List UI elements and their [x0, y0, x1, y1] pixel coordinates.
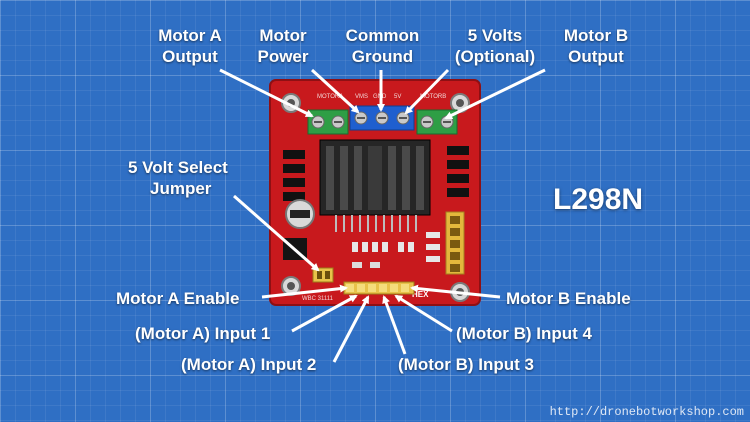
label-common-ground-line1: Common — [345, 26, 420, 45]
chip-legs — [335, 215, 417, 232]
silk-motor-a: MOTORA — [317, 94, 343, 100]
label-motor-b-output-line1: Motor B — [563, 26, 629, 45]
label-motor-a-output: Motor A Output — [150, 25, 230, 67]
right-pin-header — [445, 211, 465, 275]
control-pin-header — [343, 281, 415, 295]
footer-url: http://dronebotworkshop.com — [549, 405, 744, 419]
arrow-motor-a-output — [219, 68, 314, 118]
silk-motor-b: MOTORB — [420, 94, 446, 100]
heatsink — [319, 139, 431, 216]
diodes-left — [283, 150, 305, 201]
label-five-volt-select: 5 Volt Select Jumper — [128, 157, 228, 199]
label-motor-a-output-line1: Motor A — [158, 26, 222, 45]
label-motor-a-output-line2: Output — [162, 47, 218, 66]
label-motor-power: Motor Power — [248, 25, 318, 67]
label-motor-b-output: Motor B Output — [556, 25, 636, 67]
label-input-1: (Motor A) Input 1 — [135, 324, 271, 343]
diodes-right — [447, 146, 469, 197]
silk-model: WBC 31111 — [302, 296, 334, 302]
label-input-4: (Motor B) Input 4 — [456, 324, 592, 343]
arrow-input-4 — [394, 294, 453, 333]
label-input-2: (Motor A) Input 2 — [181, 355, 317, 374]
arrow-motor-b-enable — [410, 284, 501, 299]
label-common-ground-line2: Ground — [351, 47, 414, 66]
arrow-input-2 — [332, 295, 370, 363]
arrow-five-volts — [404, 68, 450, 115]
arrow-motor-power — [310, 68, 360, 114]
five-volt-jumper — [312, 267, 334, 283]
arrow-motor-b-output — [444, 68, 546, 120]
board-title: L298N — [553, 183, 644, 216]
label-motor-power-line2: Power — [257, 47, 309, 66]
label-five-volt-select-line1: 5 Volt Select — [128, 158, 228, 177]
arrow-motor-a-enable — [261, 284, 348, 299]
label-five-volt-select-line2: Jumper — [150, 179, 212, 198]
silk-hex: HEX — [412, 290, 429, 299]
label-motor-b-enable: Motor B Enable — [506, 289, 631, 308]
arrow-five-volt-select — [233, 194, 320, 272]
label-five-volts-line1: 5 Volts — [467, 26, 523, 45]
arrow-input-3 — [382, 295, 407, 355]
label-common-ground: Common Ground — [340, 25, 425, 67]
label-motor-b-output-line2: Output — [568, 47, 624, 66]
label-five-volts-line2: (Optional) — [454, 47, 536, 66]
label-five-volts: 5 Volts (Optional) — [445, 25, 545, 67]
label-motor-power-line1: Motor — [259, 26, 307, 45]
capacitor — [285, 199, 315, 229]
label-motor-a-enable: Motor A Enable — [116, 289, 240, 308]
smd-components — [352, 232, 440, 268]
arrow-input-1 — [291, 294, 358, 333]
silk-5v: 5V — [394, 94, 401, 100]
silk-vms: VMS — [355, 94, 368, 100]
terminal-block-motor-a — [307, 109, 349, 135]
label-input-3: (Motor B) Input 3 — [398, 355, 534, 374]
